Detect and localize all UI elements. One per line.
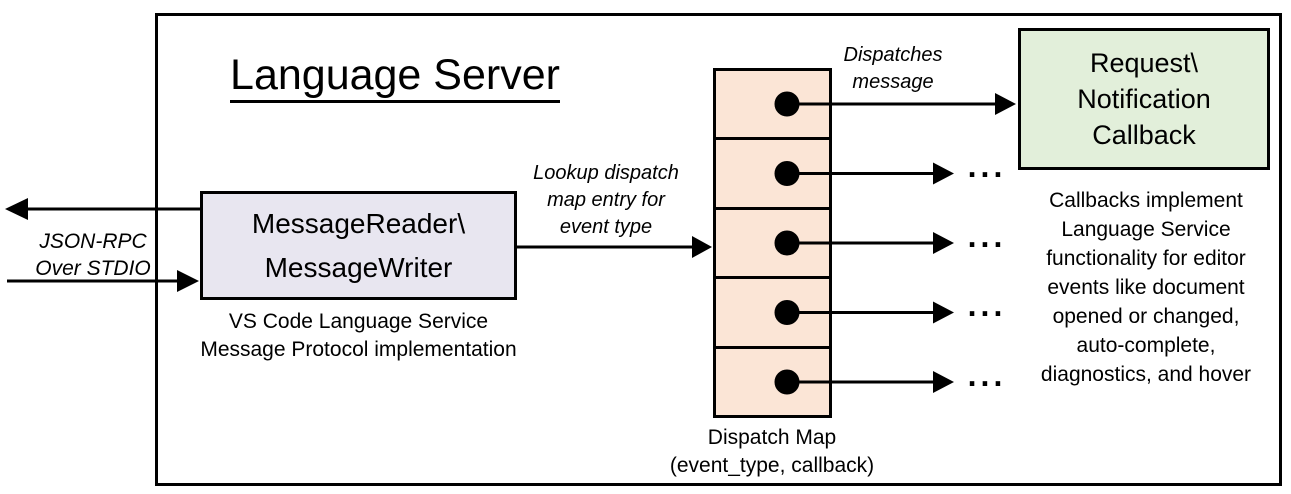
callback-note-line: events like document	[1047, 276, 1245, 299]
callback-note-line: opened or changed,	[1052, 305, 1240, 328]
lookup-label-line1: Lookup dispatch	[533, 162, 679, 184]
dispatch-map-caption-line1: Dispatch Map	[707, 426, 837, 449]
ellipsis: ...	[967, 287, 1007, 323]
dispatches-message-label: Dispatches message	[818, 42, 968, 96]
ellipsis: ...	[967, 357, 1007, 393]
message-box-caption: VS Code Language Service Message Protoco…	[196, 308, 521, 364]
dispatch-map-caption-line2: (event_type, callback)	[669, 454, 875, 477]
message-box-caption-line2: Message Protocol implementation	[200, 338, 517, 361]
lookup-label-line3: event type	[559, 216, 653, 238]
lookup-dispatch-label: Lookup dispatch map entry for event type	[518, 160, 694, 241]
callback-box-line1: Request\	[1089, 48, 1199, 78]
callback-note-line: Callbacks implement	[1049, 189, 1243, 212]
diagram-title-text: Language Server	[230, 51, 560, 103]
dispatch-label-line1: Dispatches	[843, 44, 943, 66]
dispatch-map-cell	[716, 345, 829, 415]
io-label-line2: Over STDIO	[35, 257, 151, 280]
lookup-label-line2: map entry for	[547, 189, 665, 211]
callback-box-line3: Callback	[1092, 120, 1196, 150]
callback-note-line: auto-complete,	[1076, 334, 1216, 357]
dispatch-map-cell	[716, 71, 829, 137]
callback-note: Callbacks implement Language Service fun…	[1012, 186, 1280, 389]
dispatch-label-line2: message	[852, 71, 934, 93]
ellipsis: ...	[967, 148, 1007, 184]
callback-note-line: diagnostics, and hover	[1040, 363, 1252, 386]
dispatch-map-caption: Dispatch Map (event_type, callback)	[652, 424, 892, 480]
diagram-title: Language Server	[230, 51, 560, 103]
dispatch-map-cell	[716, 276, 829, 345]
message-box-caption-line1: VS Code Language Service	[228, 310, 489, 333]
io-label-line1: JSON-RPC	[39, 230, 147, 253]
request-notification-callback-box: Request\ Notification Callback	[1018, 28, 1270, 170]
dispatch-map-cell	[716, 206, 829, 276]
message-box-line2: MessageWriter	[264, 251, 453, 283]
callback-note-line: Language Service	[1061, 218, 1231, 241]
message-box-line1: MessageReader\	[251, 207, 466, 239]
callback-note-line: functionality for editor	[1046, 247, 1246, 270]
ellipsis: ...	[967, 218, 1007, 254]
dispatch-map-box	[713, 68, 832, 418]
json-rpc-stdio-label: JSON-RPC Over STDIO	[18, 228, 168, 282]
dispatch-map-cell	[716, 137, 829, 206]
message-reader-writer-box: MessageReader\ MessageWriter	[200, 191, 517, 300]
callback-box-line2: Notification	[1077, 84, 1211, 114]
